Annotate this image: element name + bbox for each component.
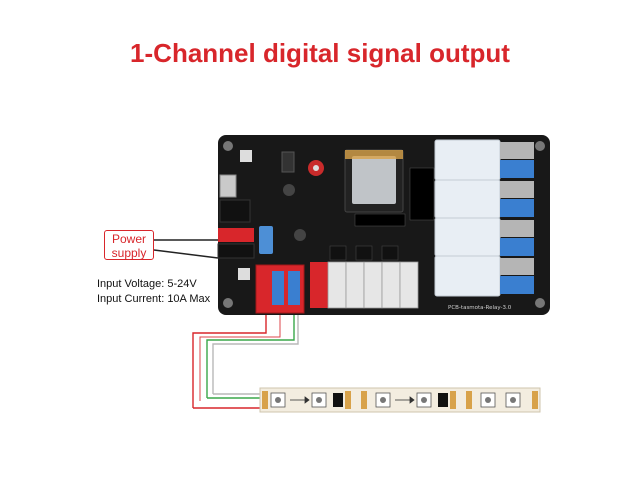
diagram-title: 1-Channel digital signal output [130,38,510,68]
power-cables [153,239,219,259]
input-current-text: Input Current: 10A Max [97,293,211,305]
power-supply-label: Power supply [104,230,154,260]
pcb-board: PCB-tasmota-Relay-3.0 [217,135,550,315]
relays [434,139,501,297]
signal-wires [192,315,299,409]
relay-terminals [500,142,534,294]
input-voltage-text: Input Voltage: 5-24V [97,278,197,290]
board-label: PCB-tasmota-Relay-3.0 [448,305,512,311]
led-strip [259,387,541,413]
